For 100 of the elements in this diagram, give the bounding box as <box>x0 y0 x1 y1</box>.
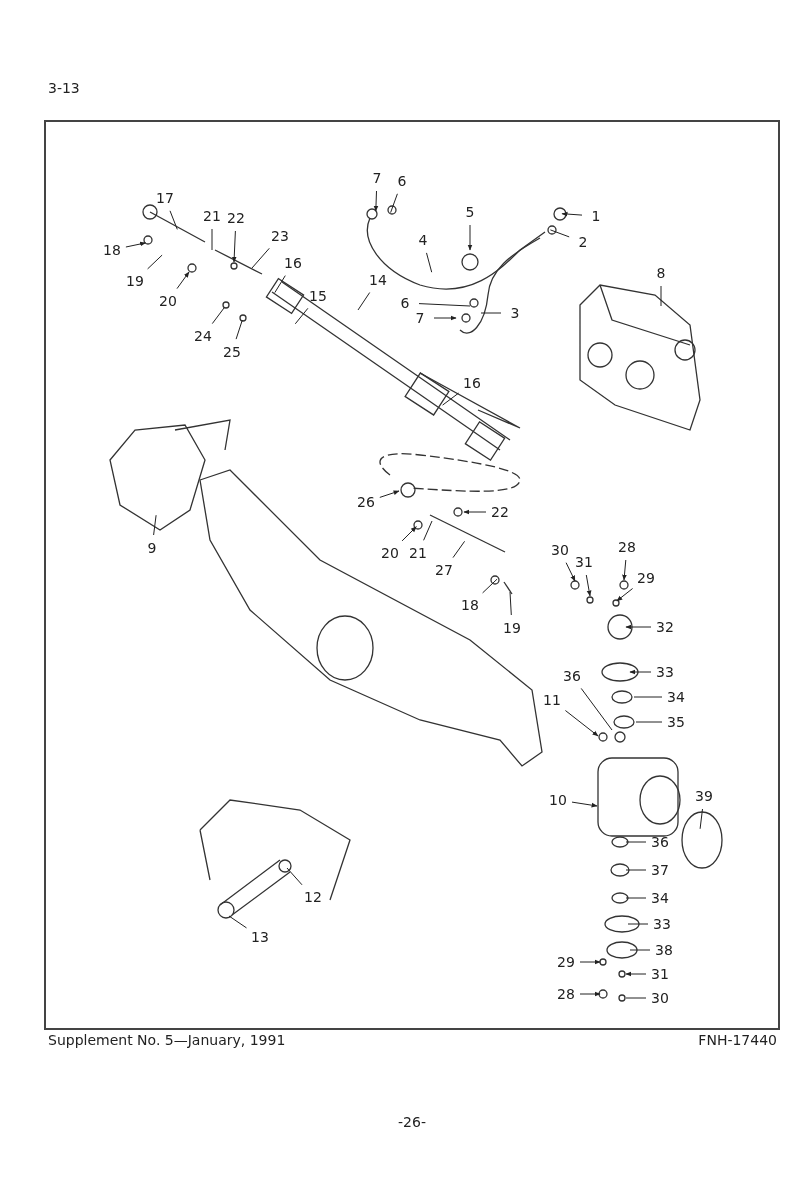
callout-number: 30 <box>551 543 569 557</box>
leader-line <box>625 897 647 899</box>
callout-number: 20 <box>381 546 399 560</box>
leader-line <box>509 591 512 616</box>
leader-line <box>622 559 627 581</box>
callout-number: 16 <box>463 376 481 390</box>
callout-number: 33 <box>656 665 674 679</box>
leader-line <box>357 292 371 311</box>
callout-number: 30 <box>651 991 669 1005</box>
leader-line <box>480 312 502 314</box>
leader-line <box>452 540 466 559</box>
callout-number: 27 <box>435 563 453 577</box>
callout-number: 37 <box>651 863 669 877</box>
callout-number: 34 <box>651 891 669 905</box>
leader-line <box>564 710 599 737</box>
leader-line <box>616 588 634 602</box>
callout-number: 35 <box>667 715 685 729</box>
callout-number: 32 <box>656 620 674 634</box>
callout-number: 7 <box>415 311 425 325</box>
callout-number: 29 <box>637 571 655 585</box>
leader-line <box>580 687 613 731</box>
callout-number: 22 <box>491 505 509 519</box>
callout-number: 25 <box>223 345 241 359</box>
callout-number: 9 <box>147 541 157 555</box>
leader-line <box>625 624 652 630</box>
callout-number: 22 <box>227 211 245 225</box>
leader-line <box>211 307 225 325</box>
leader-line <box>390 193 398 214</box>
callout-number: 31 <box>575 555 593 569</box>
callout-number: 15 <box>309 289 327 303</box>
leader-line <box>579 959 601 965</box>
leader-line <box>633 696 663 698</box>
callout-number: 12 <box>304 890 322 904</box>
page-section-number: 3-13 <box>48 80 80 96</box>
callout-number: 7 <box>372 171 382 185</box>
callout-number: 36 <box>651 835 669 849</box>
leader-line <box>426 252 433 273</box>
leader-line <box>153 514 157 536</box>
leader-line <box>423 520 433 541</box>
callout-number: 8 <box>656 266 666 280</box>
callout-number: 18 <box>103 243 121 257</box>
leader-line <box>147 254 163 270</box>
callout-number: 11 <box>543 693 561 707</box>
callout-number: 19 <box>503 621 521 635</box>
document-number: FNH-17440 <box>698 1032 777 1048</box>
page-number: -26- <box>398 1114 426 1130</box>
callout-number: 10 <box>549 793 567 807</box>
callout-number: 38 <box>655 943 673 957</box>
callout-number: 17 <box>156 191 174 205</box>
leader-line <box>561 211 583 217</box>
callout-number: 34 <box>667 690 685 704</box>
leader-line <box>627 923 649 925</box>
leader-line <box>274 275 286 294</box>
leader-line <box>401 526 417 542</box>
callout-number: 23 <box>271 229 289 243</box>
leader-line <box>373 190 379 212</box>
callout-number: 13 <box>251 930 269 944</box>
callout-number: 26 <box>357 495 375 509</box>
leader-line <box>418 303 471 307</box>
leader-line <box>585 574 592 597</box>
callout-number: 4 <box>418 233 428 247</box>
leader-line <box>125 241 147 248</box>
leader-line <box>625 971 647 977</box>
leader-line <box>635 721 663 723</box>
callout-number: 1 <box>591 209 601 223</box>
leader-line <box>286 867 303 886</box>
leader-line <box>565 562 576 582</box>
leader-line <box>169 210 178 230</box>
leader-line <box>463 509 487 515</box>
callout-number: 16 <box>284 256 302 270</box>
callout-number: 33 <box>653 917 671 931</box>
callout-number: 21 <box>409 546 427 560</box>
leader-line <box>625 841 647 843</box>
callout-number: 24 <box>194 329 212 343</box>
leader-line <box>235 319 243 340</box>
leader-line <box>294 307 309 325</box>
callout-number: 3 <box>510 306 520 320</box>
leader-line <box>379 490 400 498</box>
callout-number: 29 <box>557 955 575 969</box>
callout-number: 21 <box>203 209 221 223</box>
callout-number: 6 <box>397 174 407 188</box>
leader-line <box>251 247 270 269</box>
leader-line <box>176 271 190 290</box>
callout-number: 2 <box>578 235 588 249</box>
leader-line <box>571 801 598 808</box>
callout-number: 19 <box>126 274 144 288</box>
callout-number: 20 <box>159 294 177 308</box>
leader-line <box>579 991 601 997</box>
leader-line <box>228 915 247 929</box>
leader-line <box>231 230 237 263</box>
leader-line <box>482 578 498 594</box>
callout-number: 18 <box>461 598 479 612</box>
callout-number: 28 <box>557 987 575 1001</box>
leader-line <box>211 228 213 251</box>
callout-number: 5 <box>465 205 475 219</box>
leader-line <box>629 949 651 951</box>
leader-line <box>433 315 457 321</box>
callout-number: 14 <box>369 273 387 287</box>
leader-line <box>625 997 647 999</box>
supplement-note: Supplement No. 5—January, 1991 <box>48 1032 286 1048</box>
